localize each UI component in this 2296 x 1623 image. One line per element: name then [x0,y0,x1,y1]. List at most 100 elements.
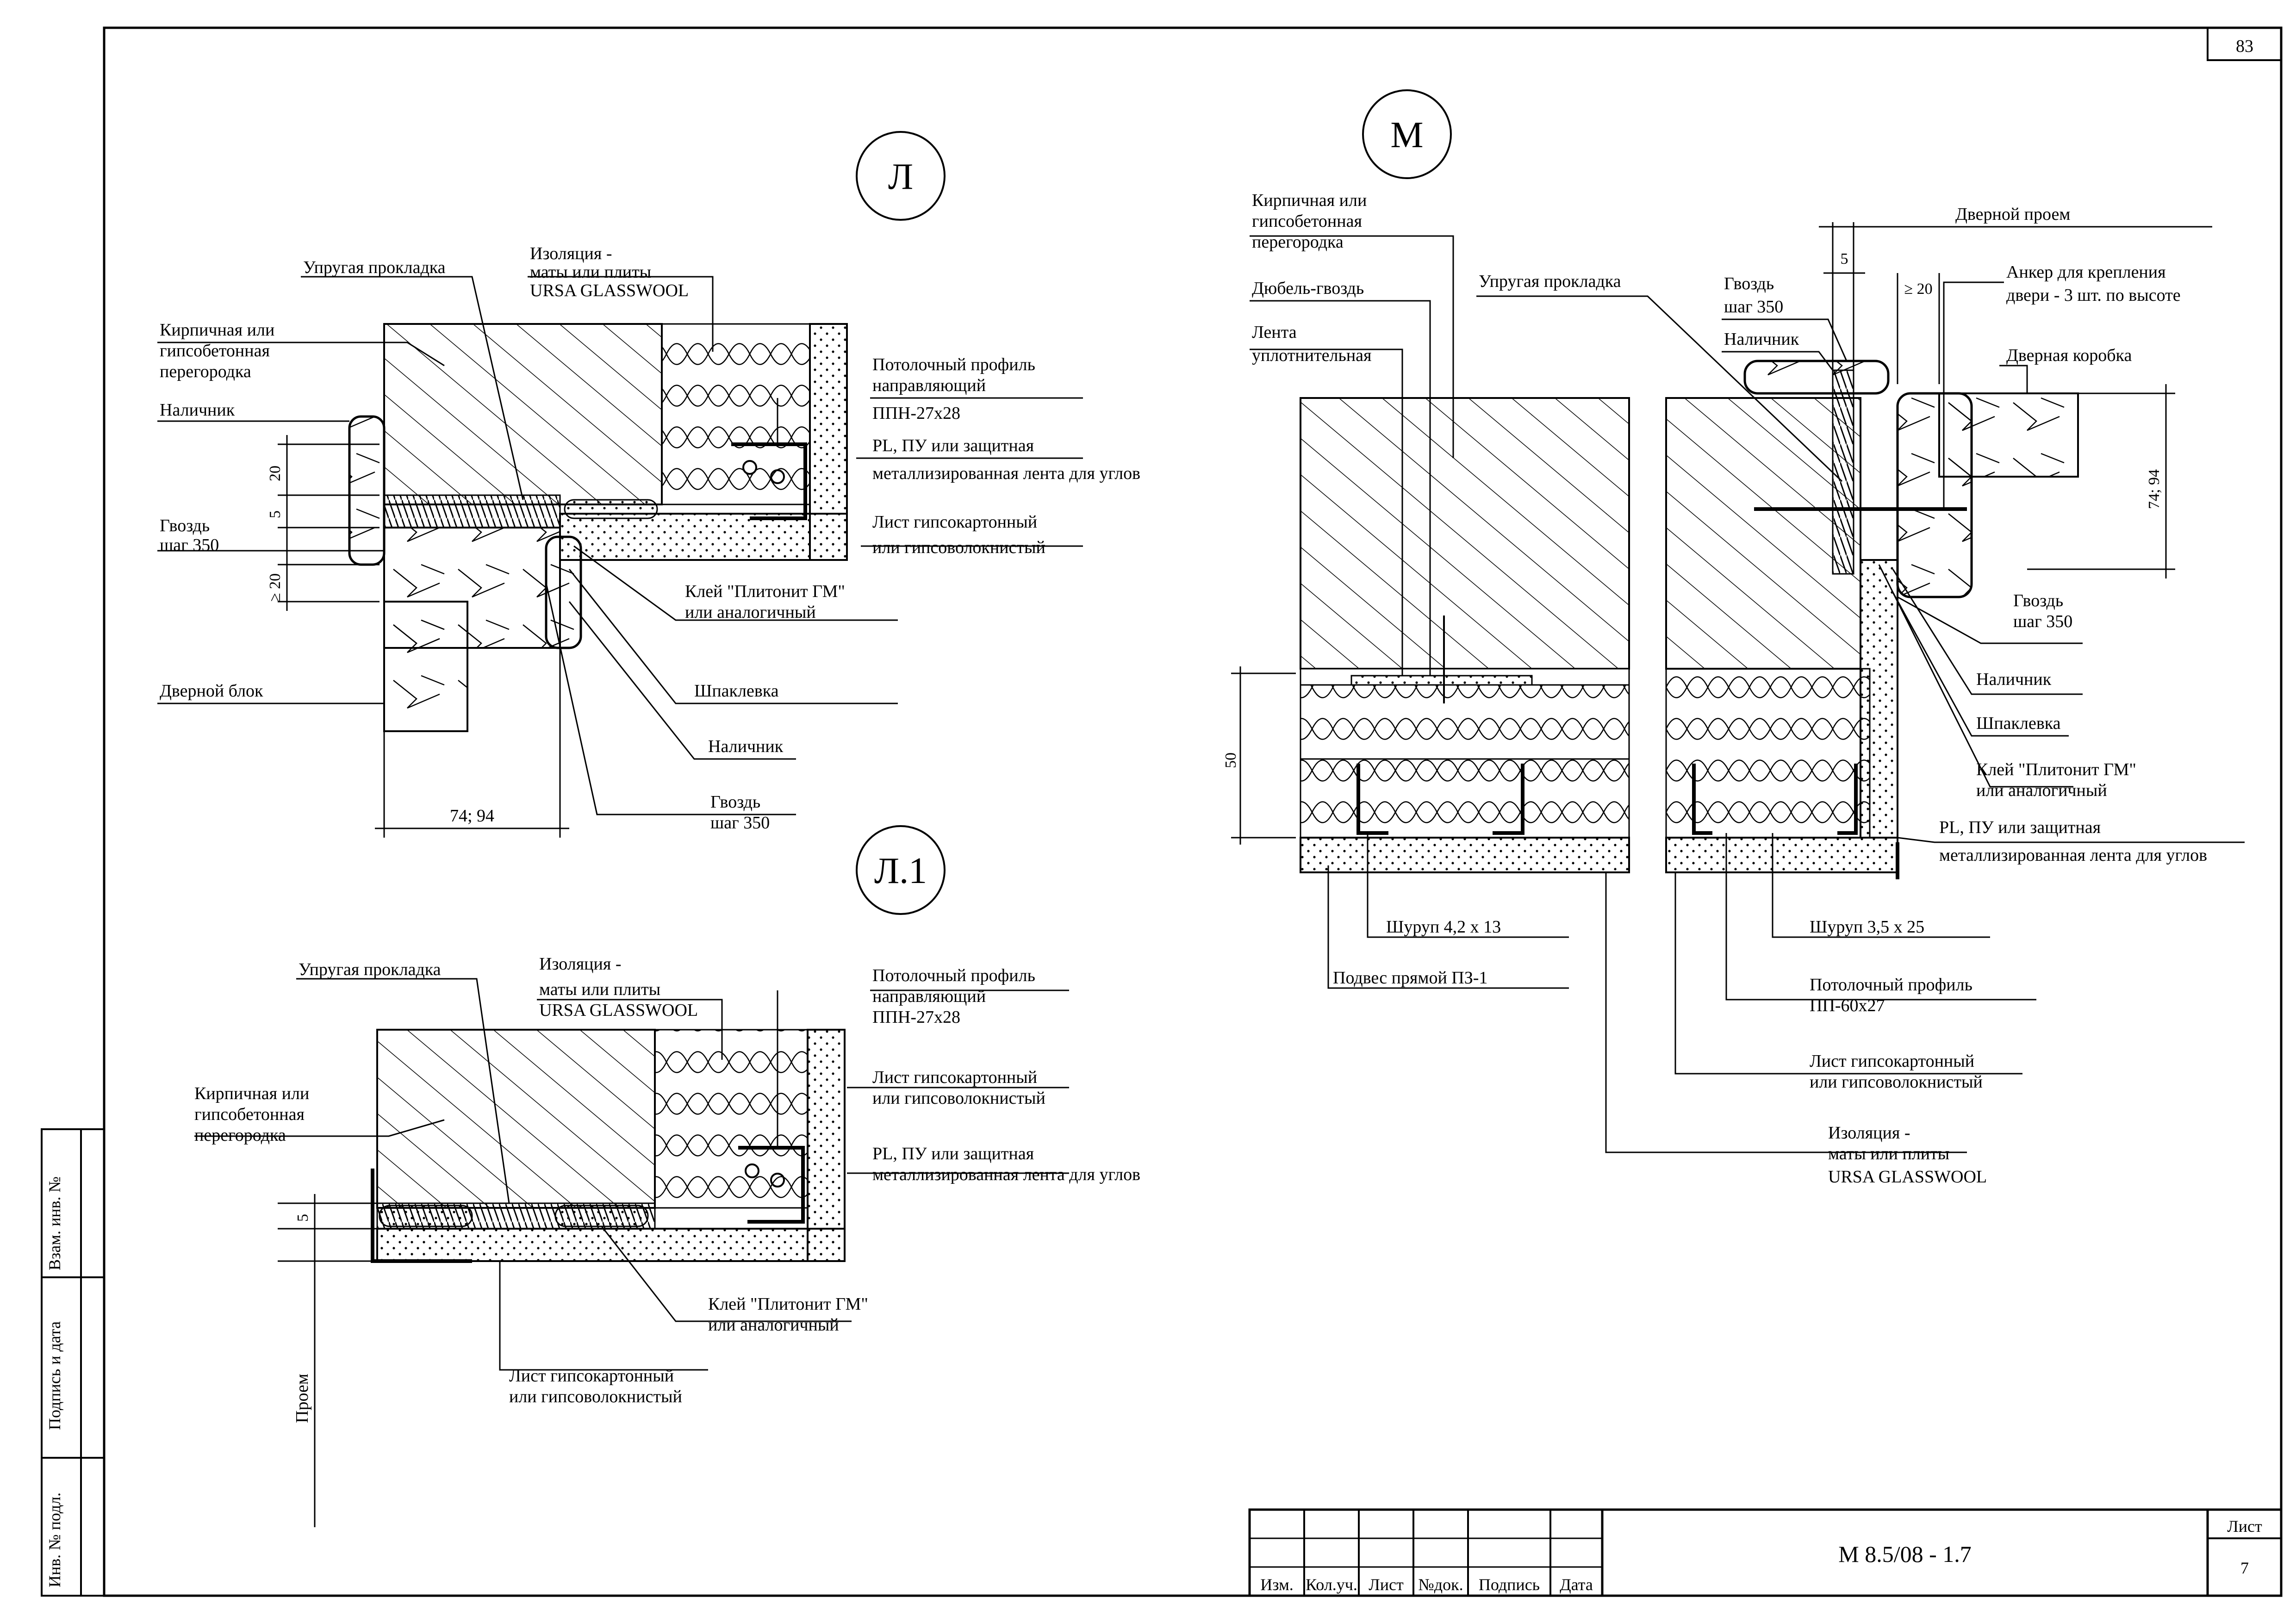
label-tape-2: металлизированная лента для углов [872,1165,1140,1184]
col-doc: №док. [1418,1575,1463,1594]
label-drywall-1: Лист гипсокартонный [872,1068,1037,1087]
label-door-block: Дверной блок [160,681,263,701]
label-insulation-2: маты или плиты [539,980,660,999]
label-tape-p1: PL, ПУ или защитная [1939,818,2101,837]
label-drywall-2: или гипсоволокнистый [872,1088,1045,1108]
side-stamp: Взам. инв. № Подпись и дата Инв. № подл. [41,1128,105,1597]
label-glue-1: Клей "Плитонит ГМ" [1976,760,2136,779]
label-tape-1: PL, ПУ или защитная [872,436,1034,455]
label-nail-1: Гвоздь [1724,274,1774,293]
label-insulation-1: Изоляция - [1828,1123,1910,1143]
label-putty: Шпаклевка [1976,714,2061,733]
detail-M: М 50 5 ≥ 20 [1222,89,2245,1187]
brick-wall [383,323,663,505]
label-dowel: Дюбель-гвоздь [1252,279,1364,298]
label-opening: Проем [292,1374,312,1423]
brick-wall [376,1029,656,1209]
label-door-opening: Дверной проем [1955,205,2070,224]
label-tape-2: металлизированная лента для углов [872,464,1140,483]
insulation [661,323,811,505]
insulation-right [1665,668,1871,839]
label-nail-b1: Гвоздь [710,792,760,812]
label-nail-2: шаг 350 [1724,297,1783,317]
label-brick-3: перегородка [194,1126,286,1145]
dim-ge20: ≥ 20 [1904,280,1932,298]
label-nail-1: Гвоздь [160,516,210,535]
dim-5: 5 [294,1214,311,1222]
drywall-jamb [1860,559,1898,839]
guide-profile [738,1146,805,1224]
architrave [348,415,386,566]
detail-marker: Л.1 [874,851,927,891]
col-list: Лист [1369,1575,1404,1594]
list-label: Лист [2227,1517,2262,1536]
dim-7494: 74; 94 [2146,469,2163,509]
glue-left [379,1205,473,1227]
label-architrave-b: Наличник [1976,670,2052,689]
detail-L1: Л.1 5 Проем Упругая прокладка Изоляция -… [194,825,1140,1527]
sealing-tape [1350,675,1533,686]
label-drywall-b1: Лист гипсокартонный [509,1366,674,1386]
detail-marker-circle [1362,89,1452,179]
col-kol: Кол.уч. [1306,1575,1357,1594]
dim-5: 5 [267,510,284,518]
label-nail-b1: Гвоздь [2013,591,2063,610]
label-profile-2: направляющий [872,987,986,1006]
drawing-code: М 8.5/08 - 1.7 [1838,1541,1972,1567]
label-screw-35: Шуруп 3,5 х 25 [1810,917,1924,937]
label-hanger: Подвес прямой ПЗ-1 [1333,968,1487,988]
detail-L: Л [157,131,1140,838]
label-glue-2: или аналогичный [1976,781,2107,800]
label-insulation-2: маты или плиты [530,262,651,282]
architrave-side [1896,392,1973,598]
label-brick-1: Кирпичная или [160,320,274,340]
col-izm: Изм. [1260,1575,1294,1594]
label-spring-pad: Упругая прокладка [303,258,446,277]
label-glue-2: или аналогичный [685,603,816,622]
label-insulation-1: Изоляция - [530,244,612,263]
architrave-inner [545,535,582,649]
label-architrave-2: Наличник [708,737,784,756]
insulation-left [1300,684,1630,839]
drywall-horizontal [376,1228,846,1262]
label-glue-2: или аналогичный [708,1315,839,1335]
label-profile-2: ПП-60х27 [1810,996,1885,1015]
stamp-replaced: Взам. инв. № [45,1176,64,1270]
col-sign: Подпись [1479,1575,1540,1594]
label-insulation-3: URSA GLASSWOOL [1828,1167,1987,1187]
detail-marker-circle [856,825,946,915]
label-insulation-3: URSA GLASSWOOL [530,281,689,300]
label-brick-1: Кирпичная или [1252,191,1367,210]
label-door-frame: Дверная коробка [2006,346,2132,365]
label-tape-p2: металлизированная лента для углов [1939,846,2207,865]
label-profile-3: ППН-27х28 [872,404,960,423]
brick-wall-right [1665,397,1861,670]
label-drywall-1: Лист гипсокартонный [872,512,1037,532]
dim-50: 50 [1222,752,1239,768]
label-nail-2: шаг 350 [160,535,219,555]
label-nail-b2: шаг 350 [2013,612,2072,631]
dim-5: 5 [1841,250,1848,267]
label-architrave: Наличник [160,400,235,420]
title-block: Изм. Кол.уч. Лист №док. Подпись Дата М 8… [1248,1508,2283,1597]
label-brick-3: перегородка [1252,232,1344,252]
label-insulation-1: Изоляция - [539,954,621,974]
label-drywall-b2: или гипсоволокнистый [509,1387,682,1406]
dim-20: 20 [267,466,284,481]
label-drywall-1: Лист гипсокартонный [1810,1051,1974,1071]
detail-marker-circle [856,131,946,221]
guide-profile [731,442,807,520]
stamp-sign-date: Подпись и дата [45,1321,64,1430]
insulation [654,1029,809,1209]
dim-ge20: ≥ 20 [267,573,284,602]
label-brick-3: перегородка [160,362,251,381]
label-tape-1: Лента [1252,323,1297,342]
label-glue-1: Клей "Плитонит ГМ" [708,1294,868,1314]
brick-wall-left [1300,397,1630,670]
label-brick-2: гипсобетонная [160,341,270,361]
label-tape-2: уплотнительная [1252,346,1372,365]
detail-marker: М [1390,115,1423,155]
label-insulation-2: маты или плиты [1828,1144,1949,1163]
glue [564,499,658,519]
